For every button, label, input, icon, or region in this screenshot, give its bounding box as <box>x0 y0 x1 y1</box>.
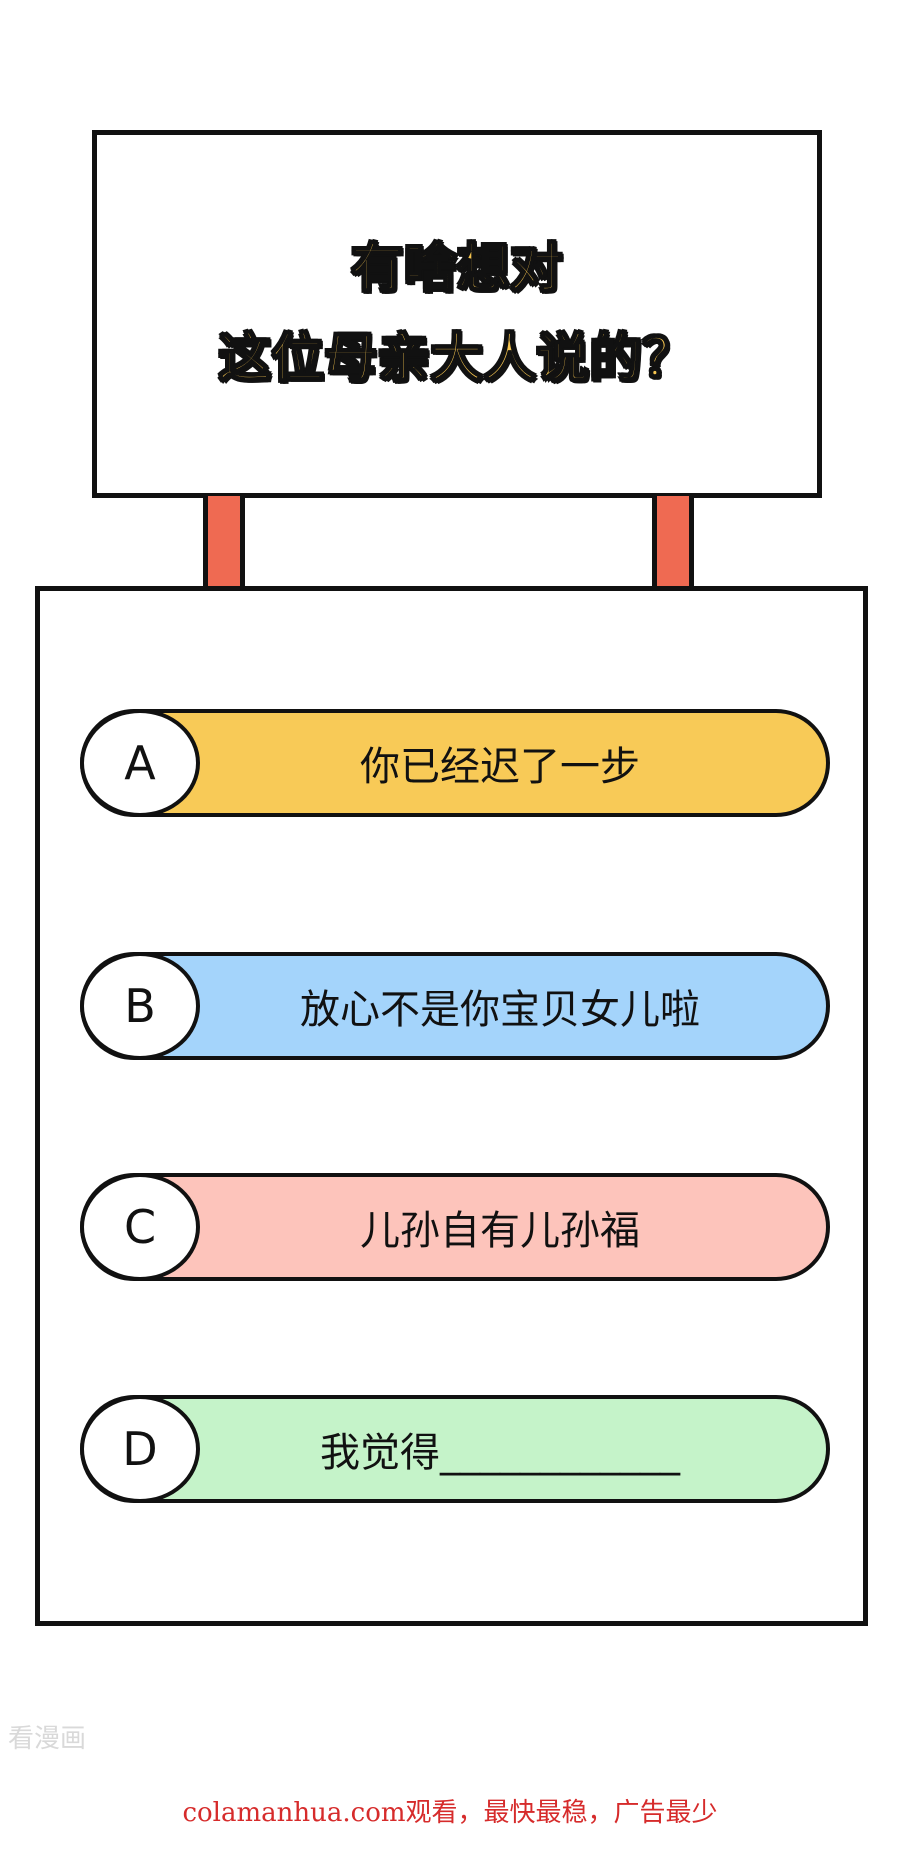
question-line-2: 这位母亲大人说的？ <box>217 328 696 390</box>
option-b[interactable]: B 放心不是你宝贝女儿啦 <box>80 952 830 1060</box>
sign-post-right <box>652 496 694 588</box>
option-a[interactable]: A 你已经迟了一步 <box>80 709 830 817</box>
option-d-letter: D <box>80 1395 200 1503</box>
option-b-letter: B <box>80 952 200 1060</box>
option-c[interactable]: C 儿孙自有儿孙福 <box>80 1173 830 1281</box>
question-line-1: 有啥想对 <box>350 238 563 300</box>
option-a-letter: A <box>80 709 200 817</box>
option-d[interactable]: D 我觉得____________ <box>80 1395 830 1503</box>
question-sign: 有啥想对 这位母亲大人说的？ <box>92 130 822 498</box>
option-b-text: 放心不是你宝贝女儿啦 <box>300 987 700 1033</box>
option-c-text: 儿孙自有儿孙福 <box>360 1208 640 1254</box>
footer-notice: colamanhua.com观看，最快最稳，广告最少 <box>182 1798 718 1828</box>
sign-post-left <box>203 496 245 588</box>
option-a-text: 你已经迟了一步 <box>360 744 640 790</box>
watermark: 看漫画 <box>8 1724 87 1754</box>
option-d-text: 我觉得____________ <box>320 1430 680 1476</box>
option-c-letter: C <box>80 1173 200 1281</box>
answer-board: A 你已经迟了一步 B 放心不是你宝贝女儿啦 C 儿孙自有儿孙福 D 我觉得__… <box>35 586 868 1626</box>
